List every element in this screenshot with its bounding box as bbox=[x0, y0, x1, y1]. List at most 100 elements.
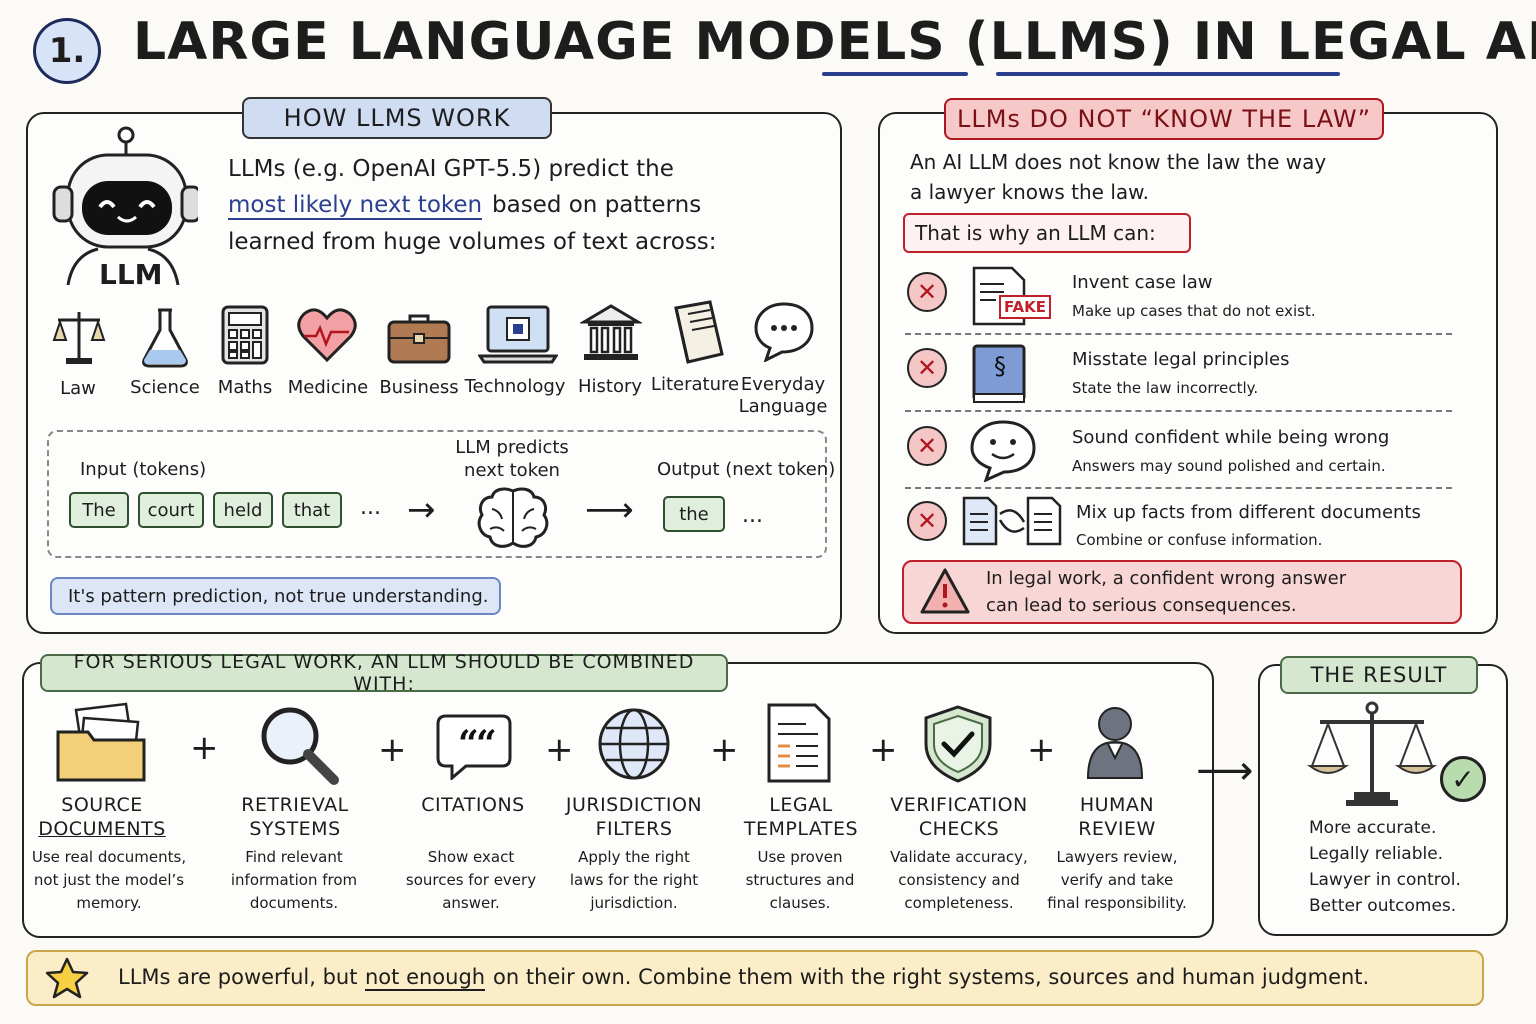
combine-desc-7b: verify and take bbox=[1060, 871, 1174, 889]
combine-desc-5a: Use proven bbox=[757, 848, 843, 866]
combine-cap-4b: FILTERS bbox=[595, 818, 673, 840]
domain-label-history: History bbox=[577, 376, 643, 397]
calculator-icon bbox=[221, 305, 269, 365]
combine-desc-7a: Lawyers review, bbox=[1056, 848, 1178, 866]
know-law-item-4-sub: Combine or confuse information. bbox=[1076, 531, 1323, 549]
warning-icon bbox=[920, 568, 970, 614]
combine-desc-2a: Find relevant bbox=[245, 848, 343, 866]
robot-label: LLM bbox=[99, 258, 163, 291]
divider bbox=[905, 487, 1452, 489]
combine-cap-7b: REVIEW bbox=[1078, 818, 1156, 840]
combine-desc-6b: consistency and bbox=[898, 871, 1020, 889]
token-that: that bbox=[282, 492, 342, 528]
scales-icon bbox=[52, 312, 106, 364]
domain-label-technology: Technology bbox=[464, 376, 566, 397]
law-book-icon bbox=[972, 344, 1026, 403]
combine-cap-6a: VERIFICATION bbox=[890, 794, 1028, 816]
combine-desc-5b: structures and bbox=[745, 871, 855, 889]
heart-icon bbox=[297, 308, 357, 363]
how-llms-work-tag: HOW LLMS WORK bbox=[242, 97, 552, 139]
how-line-2-rest: based on patterns bbox=[492, 192, 702, 218]
folder-documents-icon bbox=[56, 702, 146, 782]
output-ellipsis: ... bbox=[742, 503, 763, 528]
balanced-scales-icon bbox=[1307, 701, 1437, 806]
how-line-1: LLMs (e.g. OpenAI GPT-5.5) predict the bbox=[228, 156, 674, 182]
pattern-note: It's pattern prediction, not true unders… bbox=[50, 577, 501, 615]
plus-sign: + bbox=[1027, 730, 1056, 770]
output-token-the: the bbox=[663, 496, 725, 532]
domain-label-maths: Maths bbox=[217, 377, 273, 398]
plus-sign: + bbox=[869, 730, 898, 770]
book-icon bbox=[674, 300, 724, 364]
shield-check-icon bbox=[924, 705, 992, 783]
combine-cap-4a: JURISDICTION bbox=[565, 794, 703, 816]
token-the: The bbox=[69, 492, 129, 528]
combine-desc-jurisdiction: Apply the right laws for the right juris… bbox=[556, 846, 712, 915]
result-line-1: More accurate. bbox=[1309, 818, 1437, 838]
robot-icon bbox=[52, 126, 198, 286]
divider bbox=[905, 410, 1452, 412]
quote-bubble-icon: “ “ bbox=[436, 714, 512, 780]
result-tag: THE RESULT bbox=[1280, 656, 1478, 694]
why-text: That is why an LLM can: bbox=[915, 221, 1156, 245]
person-icon bbox=[1086, 707, 1144, 779]
footer-highlight: not enough bbox=[365, 965, 486, 991]
combine-desc-human: Lawyers review, verify and take final re… bbox=[1044, 846, 1190, 915]
predict-label-1: LLM predicts bbox=[455, 437, 569, 458]
footer-text-1: LLMs are powerful, but bbox=[118, 965, 358, 989]
arrow-right-icon-2: ⟶ bbox=[585, 490, 634, 530]
know-law-item-1-title: Invent case law bbox=[1072, 272, 1213, 293]
plus-sign: + bbox=[378, 730, 407, 770]
combined-with-panel bbox=[22, 662, 1214, 938]
combine-cap-3a: CITATIONS bbox=[421, 794, 525, 816]
combine-desc-5c: clauses. bbox=[769, 894, 831, 912]
know-law-intro-2: a lawyer knows the law. bbox=[910, 180, 1150, 204]
combine-cap-citations: CITATIONS bbox=[404, 793, 542, 817]
domain-label-everyday: Everyday bbox=[740, 374, 826, 395]
brain-icon bbox=[477, 487, 549, 548]
combine-desc-1a: Use real documents, bbox=[31, 848, 187, 866]
combine-cap-7a: HUMAN bbox=[1079, 794, 1155, 816]
domain-label-business: Business bbox=[379, 377, 459, 398]
combine-cap-1b: DOCUMENTS bbox=[38, 818, 166, 840]
pattern-note-text: It's pattern prediction, not true unders… bbox=[68, 585, 489, 607]
plus-sign: + bbox=[710, 730, 739, 770]
combine-desc-1b: not just the model’s bbox=[33, 871, 185, 889]
title-underline-legal-ai bbox=[996, 72, 1340, 76]
arrow-to-result-icon: ⟶ bbox=[1196, 748, 1254, 794]
token-court: court bbox=[138, 492, 204, 528]
domain-label-literature: Literature bbox=[650, 374, 740, 395]
combine-desc-2c: documents. bbox=[249, 894, 339, 912]
combine-desc-source: Use real documents, not just the model’s… bbox=[26, 846, 192, 915]
combine-desc-4c: jurisdiction. bbox=[590, 894, 678, 912]
warning-line-2: can lead to serious consequences. bbox=[986, 595, 1297, 616]
title-underline-llms bbox=[822, 72, 968, 76]
divider bbox=[905, 333, 1452, 335]
result-line-3: Lawyer in control. bbox=[1309, 870, 1461, 890]
fake-stamp-text: FAKE bbox=[1004, 298, 1047, 316]
footer-banner bbox=[26, 950, 1484, 1006]
combine-cap-1a: SOURCE bbox=[61, 794, 143, 816]
result-check-icon: ✓ bbox=[1440, 756, 1486, 802]
know-law-item-2-sub: State the law incorrectly. bbox=[1072, 379, 1259, 397]
token-held: held bbox=[213, 492, 273, 528]
result-line-4: Better outcomes. bbox=[1309, 896, 1457, 916]
magnifier-icon bbox=[261, 707, 339, 785]
template-document-icon bbox=[767, 703, 831, 783]
x-icon: ✕ bbox=[907, 426, 947, 466]
input-tokens-label: Input (tokens) bbox=[80, 459, 207, 480]
briefcase-icon bbox=[387, 314, 451, 364]
smiley-bubble-icon bbox=[970, 420, 1036, 482]
output-token-label: Output (next token) bbox=[657, 459, 836, 480]
combine-cap-templates: LEGAL TEMPLATES bbox=[730, 793, 872, 841]
combine-desc-templates: Use proven structures and clauses. bbox=[730, 846, 870, 915]
know-law-item-4-title: Mix up facts from different documents bbox=[1076, 502, 1421, 523]
domain-label-science: Science bbox=[130, 377, 200, 398]
domain-label-law: Law bbox=[60, 378, 96, 399]
combine-desc-6c: completeness. bbox=[904, 894, 1014, 912]
x-icon: ✕ bbox=[907, 348, 947, 388]
token-flow-box bbox=[47, 430, 827, 558]
know-law-item-3-title: Sound confident while being wrong bbox=[1072, 427, 1390, 448]
combine-desc-1c: memory. bbox=[76, 894, 142, 912]
combine-cap-6b: CHECKS bbox=[918, 818, 1000, 840]
